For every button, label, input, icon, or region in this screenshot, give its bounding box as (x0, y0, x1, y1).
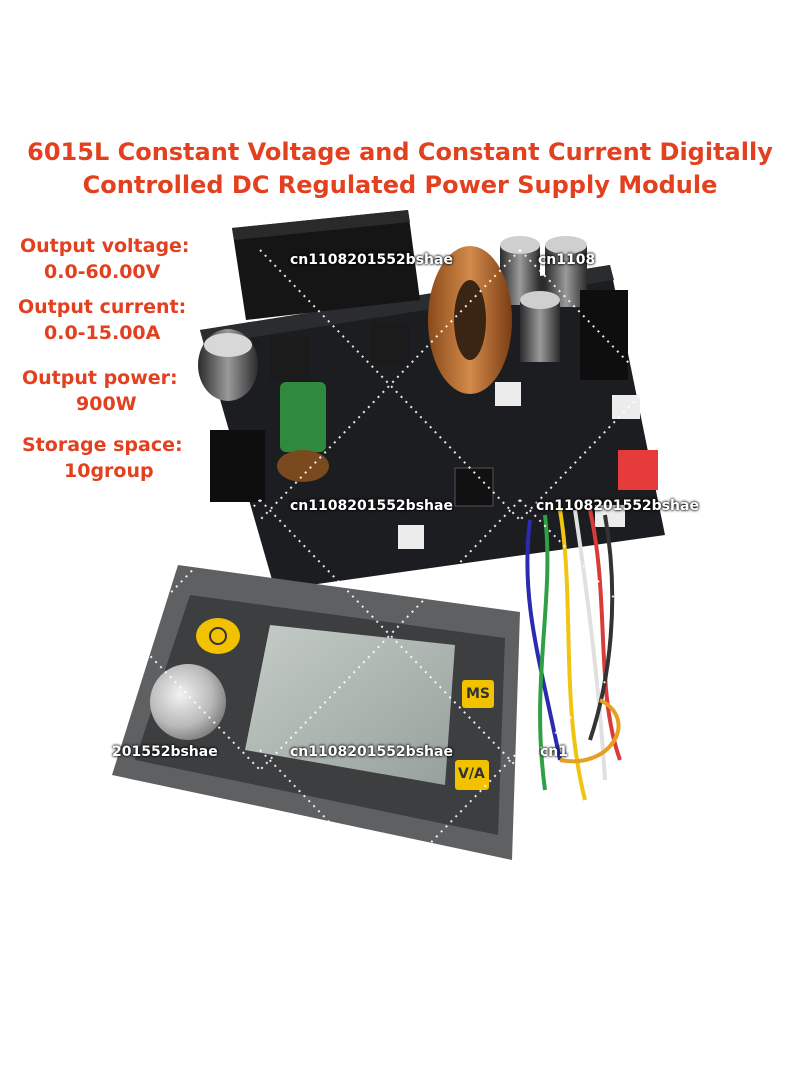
watermark-text: cn1108201552bshae (290, 252, 453, 268)
spec-current-label: Output current: (18, 296, 187, 318)
spec-storage: Storage space: 10group (22, 432, 183, 484)
spec-storage-value: 10group (64, 460, 154, 482)
title-line-1: 6015L Constant Voltage and Constant Curr… (27, 138, 773, 166)
watermark-text: cn1 (540, 744, 569, 760)
watermark-text: cn1108 (538, 252, 596, 268)
product-title: 6015L Constant Voltage and Constant Curr… (0, 136, 800, 202)
pcb-board (198, 210, 665, 590)
watermark-text: 201552bshae (112, 744, 218, 760)
title-line-2: Controlled DC Regulated Power Supply Mod… (82, 171, 718, 199)
ms-button-label: MS (466, 686, 491, 702)
wires (525, 509, 622, 801)
spec-power-value: 900W (76, 393, 137, 415)
spec-voltage-value: 0.0-60.00V (44, 261, 161, 283)
watermark-text: cn1108201552bshae (290, 498, 453, 514)
spec-power: Output power: 900W (22, 365, 178, 417)
spec-current-value: 0.0-15.00A (44, 322, 161, 344)
spec-storage-label: Storage space: (22, 434, 183, 456)
spec-voltage: Output voltage: 0.0-60.00V (20, 233, 190, 285)
spec-voltage-label: Output voltage: (20, 235, 190, 257)
watermark-text: cn1108201552bshae (536, 498, 699, 514)
spec-power-label: Output power: (22, 367, 178, 389)
va-button-label: V/A (458, 766, 485, 782)
spec-current: Output current: 0.0-15.00A (18, 294, 186, 346)
watermark-text: cn1108201552bshae (290, 744, 453, 760)
